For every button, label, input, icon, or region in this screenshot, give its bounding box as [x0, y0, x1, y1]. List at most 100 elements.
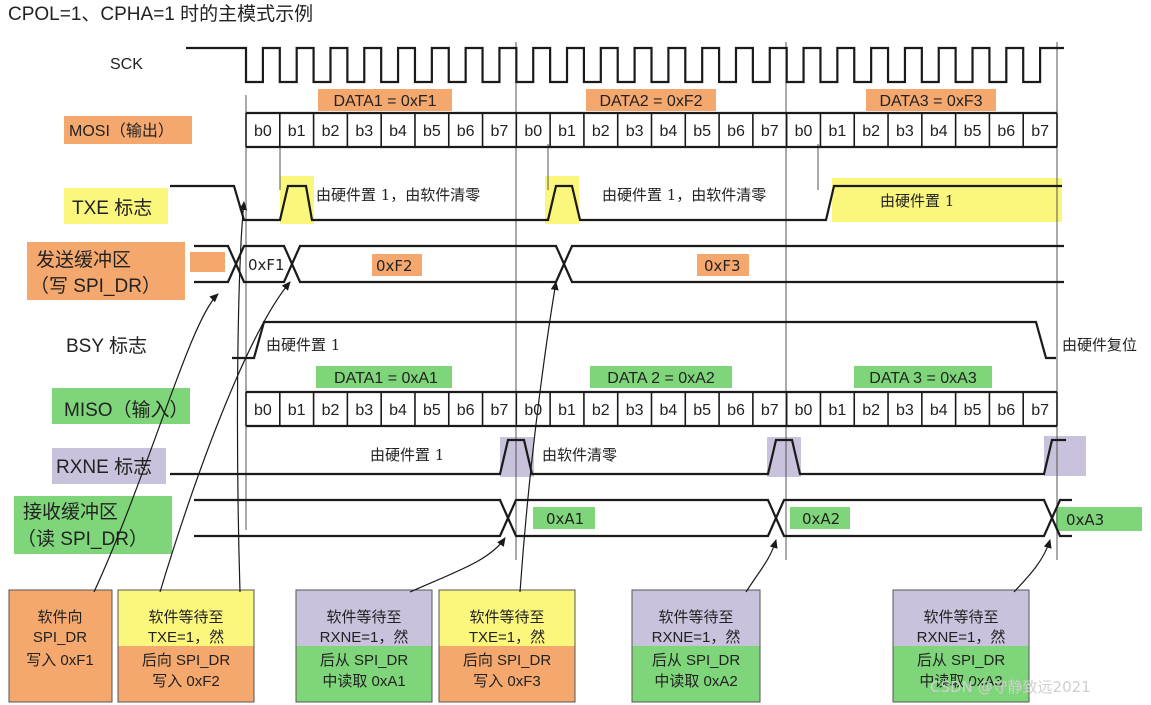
- mosi-bit-label: b2: [862, 123, 880, 140]
- txbuf-label-line-2: （写 SPI_DR）: [30, 275, 161, 297]
- txe-hl-2: [545, 176, 579, 224]
- miso-bit-label: b0: [795, 402, 813, 419]
- box-4-line-1: 软件等待至: [469, 608, 544, 626]
- mosi-bit-label: b7: [491, 123, 509, 140]
- mosi-data1-bg: [318, 89, 452, 111]
- miso-bit-label: b1: [558, 402, 576, 419]
- mosi-bit-label: b0: [524, 123, 542, 140]
- rxbuf-a2-bg: [790, 507, 850, 529]
- miso-bit-label: b6: [457, 402, 475, 419]
- box-6-line-4: 中读取 0xA3: [919, 673, 1002, 690]
- rxbuf-value-3: 0xA3: [1066, 511, 1104, 529]
- rxne-note-1: 由硬件置 1: [370, 446, 444, 464]
- box-3-line-1: 软件等待至: [326, 608, 401, 626]
- sck-label: SCK: [110, 56, 143, 73]
- miso-bit-label: b3: [896, 402, 914, 419]
- box-6-line-3: 后从 SPI_DR: [917, 652, 1006, 669]
- miso-data-2: DATA 2 = 0xA2: [607, 370, 715, 387]
- rxbuf-waveform: [194, 498, 1072, 538]
- miso-data-3: DATA 3 = 0xA3: [869, 370, 977, 387]
- box-1-line-2: SPI_DR: [33, 629, 87, 646]
- miso-bit-label: b1: [288, 402, 306, 419]
- txe-waveform: [170, 184, 1062, 222]
- rxne-hl-3: [1044, 436, 1086, 476]
- miso-bit-label: b2: [862, 402, 880, 419]
- box-5-line-4: 中读取 0xA2: [654, 673, 737, 690]
- txbuf-value-3: 0xF3: [704, 257, 741, 275]
- mosi-label: MOSI（输出）: [69, 122, 174, 140]
- rxbuf-value-1: 0xA1: [546, 510, 584, 528]
- mosi-bit-label: b5: [693, 123, 711, 140]
- mosi-bit-label: b2: [592, 123, 610, 140]
- rxne-waveform: [170, 438, 1066, 476]
- miso-bit-label: b5: [693, 402, 711, 419]
- rxbuf-label-line-2: （读 SPI_DR）: [17, 528, 148, 550]
- mosi-bit-label: b4: [389, 123, 407, 140]
- mosi-data2-bg: [586, 89, 716, 111]
- annotation-arrows: [93, 201, 1052, 593]
- miso-bit-label: b4: [930, 402, 948, 419]
- mosi-bit-label: b6: [727, 123, 745, 140]
- txbuf-f3-bg: [697, 254, 749, 276]
- txe-note-1: 由硬件置 1，由软件清零: [316, 186, 480, 204]
- miso-data2-bg: [590, 366, 732, 388]
- mosi-bit-label: b6: [997, 123, 1015, 140]
- rxne-note-2: 由软件清零: [542, 446, 617, 464]
- mosi-bit-label: b5: [423, 123, 441, 140]
- bsy-label: BSY 标志: [66, 335, 147, 357]
- txe-note-2: 由硬件置 1，由软件清零: [602, 186, 766, 204]
- mosi-bit-label: b4: [930, 123, 948, 140]
- mosi-bit-label: b3: [626, 123, 644, 140]
- txbuf-label-bg: [27, 242, 185, 300]
- miso-bit-label: b5: [964, 402, 982, 419]
- diagram-title: CPOL=1、CPHA=1 时的主模式示例: [8, 3, 313, 25]
- box-3-line-3: 后从 SPI_DR: [320, 652, 409, 669]
- bsy-waveform: [232, 320, 1056, 360]
- rxbuf-a1-bg: [533, 507, 595, 529]
- txbuf-f2-bg: [372, 254, 422, 276]
- box-6-line-2: RXNE=1，然: [917, 629, 1006, 646]
- txbuf-waveform: [194, 244, 1064, 284]
- mosi-bit-label: b4: [659, 123, 677, 140]
- box-2-line-2: TXE=1，然: [148, 629, 224, 646]
- rxbuf-label-bg: [14, 496, 172, 554]
- txbuf-small-bg: [190, 252, 225, 272]
- box-3-line-2: RXNE=1，然: [320, 629, 409, 646]
- miso-data1-bg: [316, 366, 452, 388]
- box-1-line-3: 写入 0xF1: [26, 652, 94, 669]
- miso-bit-label: b2: [592, 402, 610, 419]
- box-3-line-4: 中读取 0xA1: [322, 673, 405, 690]
- mosi-bit-label: b7: [1031, 123, 1049, 140]
- box-2-line-3: 后向 SPI_DR: [142, 652, 231, 669]
- box-2-line-4: 写入 0xF2: [152, 673, 220, 690]
- miso-bit-label: b6: [727, 402, 745, 419]
- box-4-line-3: 后向 SPI_DR: [463, 652, 552, 669]
- miso-bit-label: b6: [997, 402, 1015, 419]
- mosi-bit-label: b0: [795, 123, 813, 140]
- box-5-line-1: 软件等待至: [658, 608, 733, 626]
- rxbuf-a3-bg: [1056, 507, 1142, 531]
- mosi-bit-label: b7: [761, 123, 779, 140]
- txe-note-3: 由硬件置 1: [880, 192, 954, 210]
- miso-bit-label: b4: [659, 402, 677, 419]
- miso-bit-label: b7: [1031, 402, 1049, 419]
- miso-data3-bg: [854, 366, 992, 388]
- mosi-data-3: DATA3 = 0xF3: [880, 93, 983, 110]
- mosi-data3-bg: [866, 89, 996, 111]
- txbuf-value-1: 0xF1: [248, 256, 285, 274]
- box-1-line-1: 软件向: [37, 609, 82, 626]
- mosi-bit-label: b1: [828, 123, 846, 140]
- mosi-bit-label: b3: [896, 123, 914, 140]
- mosi-bit-label: b5: [964, 123, 982, 140]
- box-2-line-1: 软件等待至: [148, 608, 223, 626]
- box-4-line-2: TXE=1，然: [469, 629, 545, 646]
- bsy-note-1: 由硬件置 1: [266, 336, 340, 354]
- rxbuf-label-line-1: 接收缓冲区: [23, 501, 118, 523]
- miso-label: MISO（输入）: [64, 399, 189, 421]
- rxne-label: RXNE 标志: [56, 456, 152, 478]
- miso-bit-label: b7: [491, 402, 509, 419]
- box-4-line-4: 写入 0xF3: [473, 673, 541, 690]
- mosi-bit-label: b6: [457, 123, 475, 140]
